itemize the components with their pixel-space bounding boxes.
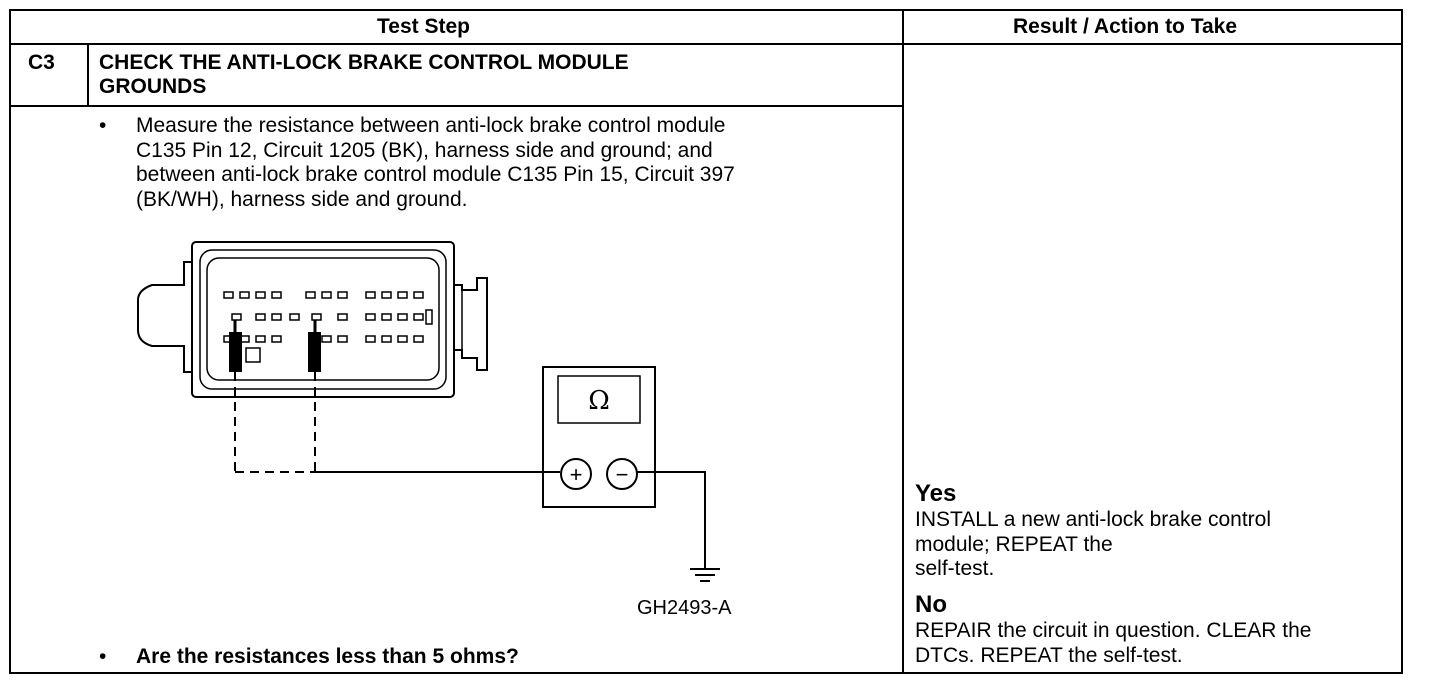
ohm-symbol: Ω (588, 386, 610, 416)
instruction-line-4: (BK/WH), harness side and ground. (136, 188, 468, 211)
result-action-header: Result / Action to Take (1013, 15, 1238, 38)
step-id-divider (87, 43, 89, 106)
yes-line-1: INSTALL a new anti-lock brake control (915, 508, 1271, 531)
solid-test-leads (315, 471, 706, 568)
connector-inner-outline (199, 249, 447, 390)
no-label: No (915, 591, 947, 618)
step-title-line-1: CHECK THE ANTI-LOCK BRAKE CONTROL MODULE (99, 51, 629, 74)
step-title-divider (9, 105, 904, 107)
ground-symbol (690, 568, 720, 582)
instruction-line-1: Measure the resistance between anti-lock… (136, 114, 726, 137)
minus-terminal: − (616, 462, 629, 487)
meter-probes (229, 320, 321, 372)
question-bullet: • (99, 645, 107, 668)
connector-left-latch (137, 261, 192, 373)
question-text: Are the resistances less than 5 ohms? (136, 645, 519, 668)
yes-label: Yes (915, 480, 957, 507)
no-line-2: DTCs. REPEAT the self-test. (915, 644, 1183, 667)
instruction-bullet: • (99, 114, 107, 137)
figure-id: GH2493-A (637, 597, 732, 619)
yes-line-2: module; REPEAT the (915, 533, 1113, 556)
connector-body (191, 241, 455, 398)
step-title-line-2: GROUNDS (99, 75, 207, 98)
test-step-table (9, 9, 1403, 674)
test-step-header: Test Step (377, 15, 470, 38)
instruction-line-3: between anti-lock brake control module C… (136, 163, 735, 186)
connector-right-tab (454, 277, 488, 371)
connector-pin-housing (206, 257, 440, 381)
dashed-test-leads (234, 372, 316, 473)
header-divider (9, 43, 1403, 45)
plus-terminal: + (570, 462, 583, 487)
column-divider (902, 9, 904, 674)
yes-line-3: self-test. (915, 557, 995, 580)
no-line-1: REPAIR the circuit in question. CLEAR th… (915, 619, 1312, 642)
instruction-line-2: C135 Pin 12, Circuit 1205 (BK), harness … (136, 139, 713, 162)
connector-pin-cavities (223, 291, 433, 363)
ohmmeter (542, 366, 656, 508)
step-id: C3 (28, 51, 55, 74)
